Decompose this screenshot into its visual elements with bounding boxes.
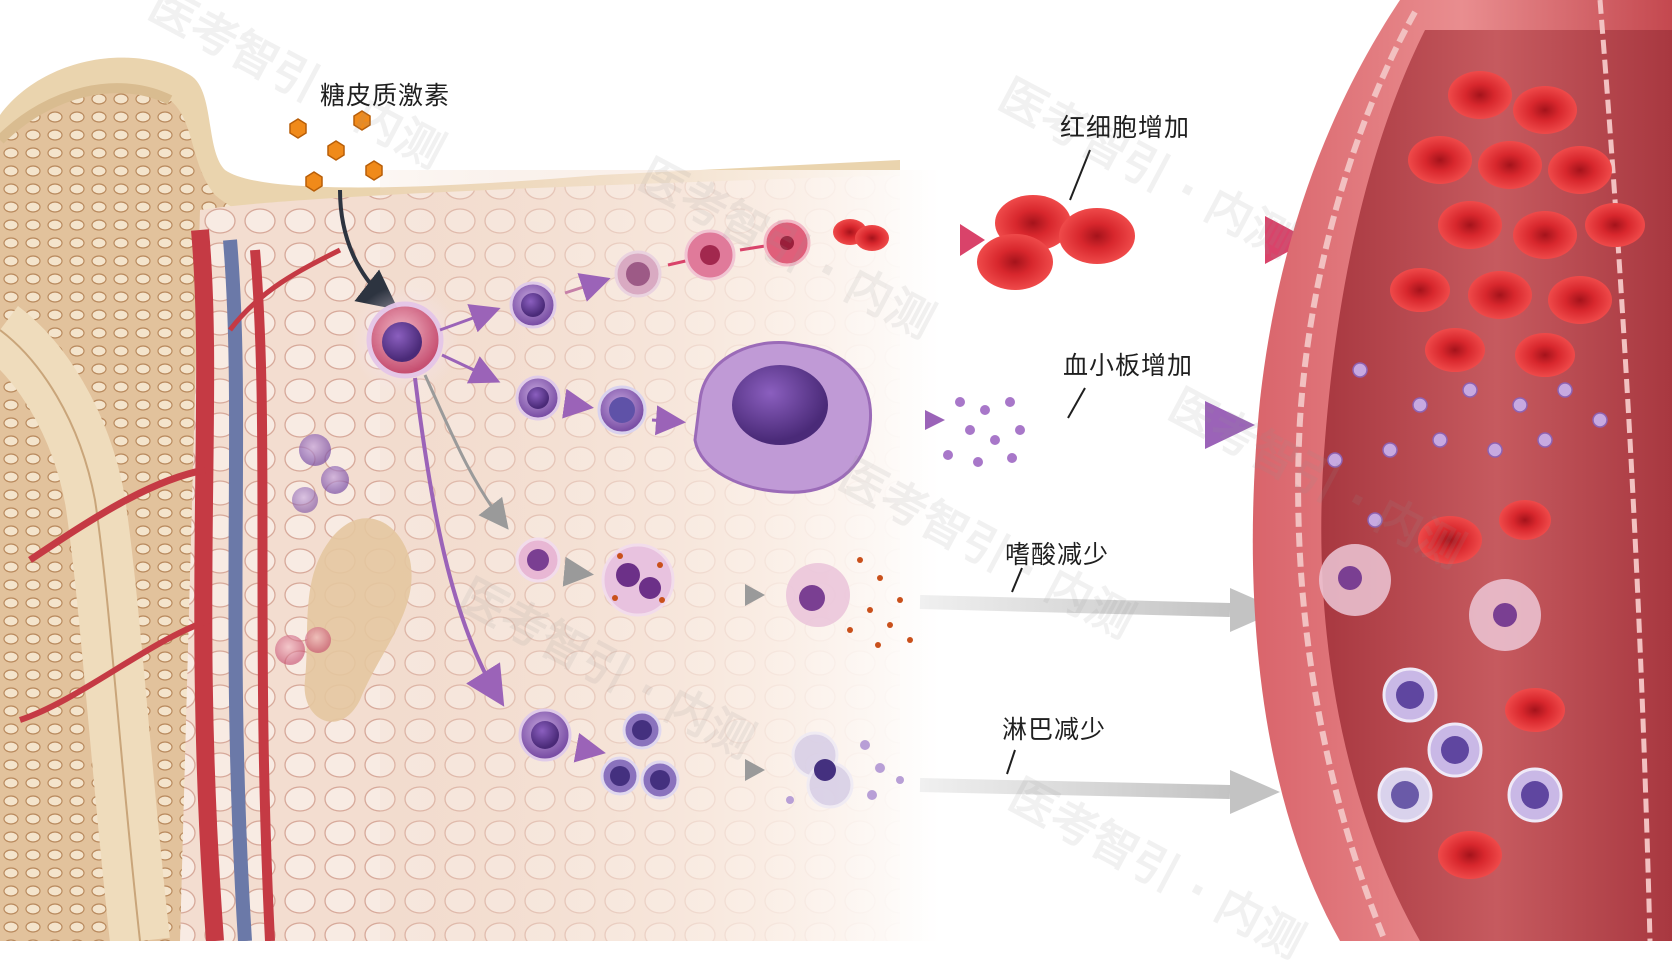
hematopoiesis-diagram — [0, 0, 1672, 941]
rbc-increase-label: 红细胞增加 — [1060, 113, 1191, 142]
lymphocyte-decrease-label: 淋巴减少 — [1002, 715, 1107, 744]
branch-arrows — [413, 304, 509, 707]
stem-cell — [350, 285, 460, 395]
platelet-increase-label: 血小板增加 — [1063, 351, 1194, 380]
hormone-molecules — [289, 110, 383, 192]
leader-lines — [1006, 149, 1091, 775]
erythroid-lineage — [509, 195, 1310, 329]
lymphocyte-lineage — [518, 708, 1280, 814]
hormone-label: 糖皮质激素 — [320, 81, 451, 110]
blood-vessel — [1252, 0, 1672, 941]
eosinophil-decrease-label: 嗜酸减少 — [1005, 540, 1110, 569]
megakaryocyte-lineage — [515, 340, 1255, 494]
